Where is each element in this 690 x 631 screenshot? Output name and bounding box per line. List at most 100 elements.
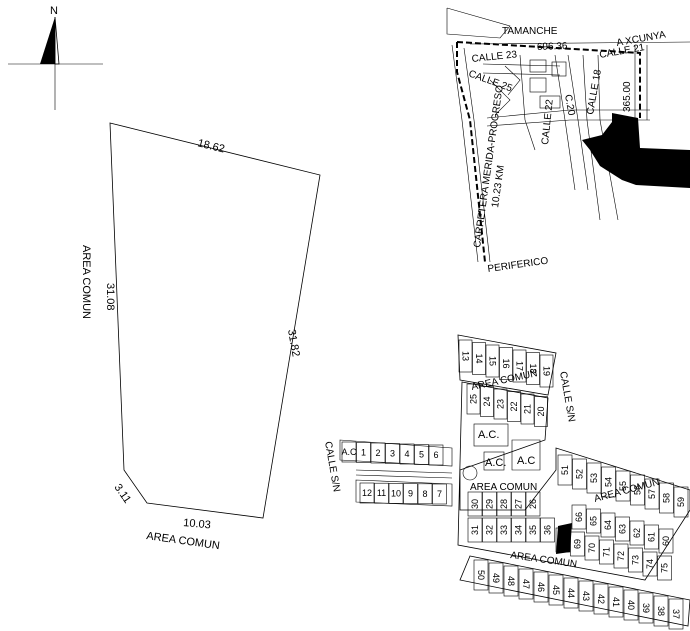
lot-box-67 (555, 527, 571, 553)
lot-box-31 (467, 517, 483, 543)
lot-label-AC: A.C (341, 447, 357, 457)
lot-box-34 (511, 517, 526, 543)
lot-box-70 (584, 535, 600, 561)
lot-label-16: 16 (501, 358, 511, 368)
lot-label-69: 69 (573, 539, 583, 549)
site-area-comun-2: AREA COMUN (470, 482, 537, 493)
lot-label-50: 50 (476, 570, 486, 580)
label-calle23: CALLE 23 (471, 49, 518, 65)
lot-box-75 (657, 555, 672, 581)
lot-box-10 (388, 483, 404, 504)
label-calle20: C.20 (562, 94, 577, 117)
lot-box-25 (466, 383, 481, 415)
parcel-right-dimension: 31.82 (285, 328, 302, 357)
lot-label-48: 48 (506, 576, 516, 586)
lot-label-21: 21 (523, 404, 533, 414)
lot-box-19 (539, 354, 554, 388)
lot-box-16 (499, 347, 513, 380)
label-periferico: PERIFERICO (487, 256, 549, 275)
lot-box-23 (493, 388, 508, 420)
lot-label-59: 59 (676, 497, 686, 507)
lot-label-64: 64 (603, 520, 613, 530)
lot-box-26 (525, 491, 541, 517)
label-dist-top: 696.36 (537, 41, 568, 53)
lot-box-51 (557, 454, 573, 486)
lot-label-24: 24 (482, 396, 492, 406)
lot-label-55: 55 (618, 481, 628, 491)
lot-label-47: 47 (521, 579, 531, 589)
label-tamanche: TAMANCHE (502, 26, 558, 37)
lot-label-35: 35 (528, 525, 538, 535)
lot-box-45 (548, 574, 564, 606)
lot-box-65 (586, 508, 601, 534)
lot-box-41 (608, 586, 624, 618)
site-calle-sn-1: CALLE S/N (557, 371, 577, 423)
lot-label-42: 42 (596, 594, 606, 604)
parcel-bottom-label: AREA COMUN (146, 530, 221, 552)
parcel-bottom-dimension: 10.03 (183, 517, 211, 531)
lot-box-21 (520, 393, 535, 425)
lot-label-72: 72 (616, 551, 626, 561)
lot-box-38 (653, 595, 669, 627)
lot-label-28: 28 (499, 499, 509, 509)
parcel-corner-dimension: 3.11 (112, 482, 134, 506)
label-calle25: CALLE 25 (467, 68, 514, 94)
lot-box-52 (572, 458, 587, 490)
lot-box-53 (586, 462, 602, 494)
lot-label-46: 46 (536, 582, 546, 592)
lot-box-39 (638, 592, 654, 624)
lot-box-13 (458, 339, 473, 373)
lot-box-58 (659, 482, 674, 514)
lot-label-23: 23 (496, 399, 506, 409)
lot-label-51: 51 (560, 465, 570, 475)
lot-box-8 (417, 483, 433, 505)
lot-label-17: 17 (515, 361, 525, 371)
lot-box-12 (359, 482, 375, 504)
lot-label-45: 45 (551, 585, 561, 595)
lot-label-31: 31 (470, 525, 480, 535)
lot-label-26: 26 (528, 499, 538, 509)
lot-label-38: 38 (656, 606, 666, 616)
label-calle22: CALLE 22 (540, 98, 556, 145)
lot-box-60 (658, 528, 674, 554)
lot-box-48 (503, 565, 519, 597)
lot-label-5: 5 (419, 450, 424, 460)
lot-label-11: 11 (377, 488, 386, 498)
lot-label-20: 20 (536, 406, 546, 416)
lot-box-44 (563, 577, 579, 609)
lot-box-72 (613, 543, 629, 569)
lot-label-43: 43 (581, 591, 591, 601)
lot-label-61: 61 (647, 532, 657, 542)
lot-box-17 (512, 349, 527, 383)
lot-box-71 (599, 539, 614, 565)
label-calle18: CALLE 18 (585, 68, 604, 115)
label-dist-right: 365.00 (622, 81, 633, 112)
parcel-outline: 18.62 31.08 AREA COMUN 31.82 3.11 10.03 … (80, 122, 321, 552)
lot-label-13: 13 (461, 351, 471, 361)
lot-box-7 (432, 483, 447, 505)
lot-label-27: 27 (514, 499, 524, 509)
north-label: N (50, 5, 58, 17)
lot-box-9 (403, 483, 418, 504)
lot-box-20 (534, 396, 548, 427)
lot-box-22 (507, 391, 521, 422)
parcel-left-dimension: 31.08 (104, 283, 116, 311)
lot-label-12: 12 (362, 488, 372, 498)
site-ac-3: A.C (517, 455, 535, 467)
parcel-top-dimension: 18.62 (196, 137, 226, 155)
lot-box-11 (374, 482, 389, 504)
site-ac-1: A.C. (478, 429, 499, 441)
lot-box-74 (642, 551, 658, 577)
lot-label-36: 36 (543, 525, 553, 535)
lot-label-25: 25 (469, 394, 479, 404)
lot-box-50 (473, 559, 489, 591)
lot-box-32 (482, 517, 497, 543)
location-map: TAMANCHE A XCUNYA 696.36 CALLE 21 CALLE … (446, 7, 690, 275)
lot-box-37 (668, 598, 684, 630)
lot-box-24 (480, 386, 494, 417)
site-ac-2: A.C. (485, 457, 506, 469)
parcel-left-label: AREA COMUN (80, 245, 92, 319)
lot-label-54: 54 (604, 477, 614, 487)
